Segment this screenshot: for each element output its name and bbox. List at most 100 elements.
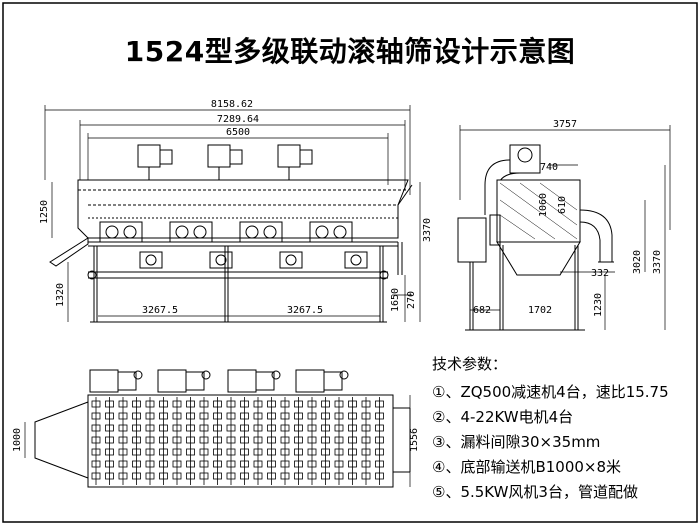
roller-disc (105, 472, 114, 480)
roller-disc (213, 472, 222, 480)
plan-view (24, 369, 411, 488)
roller-disc (280, 472, 290, 480)
roller-disc (132, 460, 141, 468)
roller-disc (199, 460, 209, 468)
roller-disc (159, 412, 168, 420)
roller-disc (91, 424, 101, 432)
dim-side-leg-height: 1230 (593, 293, 604, 317)
plan-dimension-text: 1000 1556 (12, 428, 420, 452)
dim-fan-offset: 740 (540, 162, 558, 173)
dim-bin-width: 610 (557, 196, 568, 214)
roller-disc (105, 424, 114, 432)
dim-span-left: 3267.5 (142, 305, 178, 316)
spec-item: ①、ZQ500减速机4台，速比15.75 (432, 383, 669, 401)
dim-inner-length: 6500 (226, 127, 250, 138)
border (2, 2, 698, 523)
roller-disc (118, 424, 128, 432)
dim-total-height: 3370 (422, 218, 433, 242)
roller-disc (334, 400, 344, 408)
roller-disc (375, 424, 384, 432)
roller-disc (118, 460, 128, 468)
roller-disc (172, 400, 182, 408)
roller-disc (186, 424, 195, 432)
roller-disc (267, 460, 276, 468)
roller-disc (105, 460, 114, 468)
roller-disc (307, 400, 317, 408)
roller-disc (267, 412, 276, 420)
roller-disc (375, 460, 384, 468)
roller-disc (118, 412, 128, 420)
front-dimension-text: 8158.62 7289.64 6500 1250 1320 3370 1650… (39, 99, 433, 316)
roller-disc (132, 412, 141, 420)
roller-disc (375, 412, 384, 420)
roller-disc (294, 436, 303, 444)
dim-left-offset: 682 (473, 305, 491, 316)
dim-height-b: 3370 (652, 250, 663, 274)
roller-disc (132, 472, 141, 480)
roller-disc (132, 436, 141, 444)
roller-disc (213, 412, 222, 420)
roller-disc (348, 412, 357, 420)
roller-disc (240, 424, 249, 432)
roller-disc (294, 424, 303, 432)
roller-disc (159, 436, 168, 444)
roller-disc (105, 448, 114, 456)
roller-disc (105, 436, 114, 444)
roller-disc (253, 448, 263, 456)
dim-screen-width: 1556 (409, 428, 420, 452)
roller-disc (294, 412, 303, 420)
roller-disc (280, 460, 290, 468)
roller-disc (280, 448, 290, 456)
roller-disc (294, 460, 303, 468)
dim-overall-length: 8158.62 (211, 99, 253, 110)
roller-disc (199, 400, 209, 408)
roller-disc (199, 424, 209, 432)
roller-disc (91, 412, 101, 420)
roller-disc (118, 400, 128, 408)
roller-disc (132, 424, 141, 432)
roller-disc (213, 436, 222, 444)
lower-frame (87, 241, 403, 323)
roller-disc (280, 436, 290, 444)
roller-disc (307, 412, 317, 420)
roller-disc (334, 448, 344, 456)
roller-disc (361, 412, 371, 420)
roller-disc (348, 424, 357, 432)
roller-disc (145, 436, 155, 444)
roller-disc (348, 460, 357, 468)
dim-span-right: 3267.5 (287, 305, 323, 316)
roller-disc (321, 436, 330, 444)
roller-disc (267, 436, 276, 444)
roller-disc (321, 472, 330, 480)
roller-disc (91, 400, 101, 408)
roller-disc (294, 448, 303, 456)
roller-disc (132, 448, 141, 456)
roller-disc (334, 472, 344, 480)
roller-disc (267, 400, 276, 408)
roller-disc (280, 412, 290, 420)
roller-disc (334, 460, 344, 468)
roller-disc (91, 436, 101, 444)
roller-disc (226, 400, 236, 408)
roller-disc (307, 460, 317, 468)
spec-item: ④、底部输送机B1000×8米 (432, 458, 622, 476)
roller-disc (172, 424, 182, 432)
roller-disc (159, 472, 168, 480)
roller-disc (348, 400, 357, 408)
roller-disc (145, 448, 155, 456)
roller-disc (226, 436, 236, 444)
plan-roller-field (87, 394, 411, 488)
roller-disc (159, 424, 168, 432)
spec-item: ②、4-22KW电机4台 (432, 408, 574, 426)
roller-disc (226, 472, 236, 480)
fan-duct (484, 144, 614, 263)
dim-leg-span: 1702 (528, 305, 552, 316)
drum (457, 179, 581, 263)
dim-screen-height: 1250 (39, 200, 50, 224)
roller-disc (253, 424, 263, 432)
plan-rollers (91, 397, 384, 485)
roller-disc (186, 436, 195, 444)
dim-height-a: 3020 (632, 250, 643, 274)
roller-disc (307, 448, 317, 456)
